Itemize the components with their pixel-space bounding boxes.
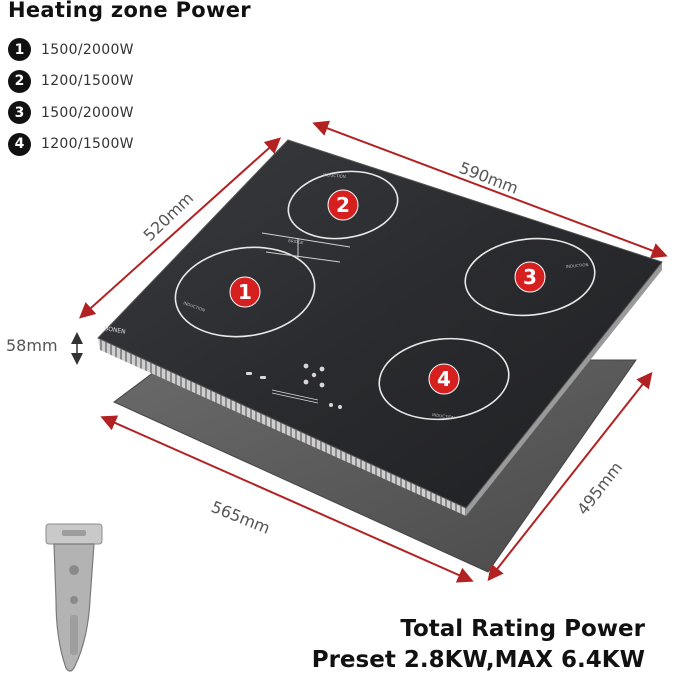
scraper-tool (45, 523, 103, 672)
cutout-depth-label: 495mm (573, 458, 626, 518)
zone-badge-3 (514, 261, 546, 293)
cutout-width-label: 565mm (209, 497, 273, 538)
zone-badge-label: 4 (437, 367, 451, 391)
touch-control-panel (246, 363, 342, 409)
zone-badge-label: 2 (336, 193, 350, 217)
zone-badge-label: 3 (523, 265, 537, 289)
zone-number-badge: 1 (8, 38, 31, 62)
depth-top-label: 520mm (140, 188, 198, 245)
bridge-caption: BRIDGE (288, 238, 304, 245)
heading: Heating zone Power (8, 0, 251, 22)
zone-badge-4 (428, 363, 460, 395)
brand-logo: BONEN (104, 325, 126, 336)
dimension-height: 58mm (6, 332, 83, 365)
total-rating-power: Total Rating Power Preset 2.8KW,MAX 6.4K… (312, 614, 645, 676)
zone-row: 1 1500/2000W (8, 34, 134, 66)
zone-number-badge: 2 (8, 69, 31, 93)
zone-row: 3 1500/2000W (8, 97, 134, 129)
zone-row: 2 1200/1500W (8, 66, 134, 98)
zone-badge-label: 1 (238, 280, 252, 304)
height-label: 58mm (6, 336, 58, 355)
zone-number-badge: 3 (8, 101, 31, 125)
zone-caption: INDUCTION (566, 262, 589, 269)
zone-power: 1500/2000W (41, 104, 134, 121)
zone-number-badge: 4 (8, 132, 31, 156)
zone-power: 1500/2000W (41, 41, 134, 58)
footer-line-1: Total Rating Power (400, 616, 645, 642)
width-top-label: 590mm (457, 158, 521, 198)
footer-line-2: Preset 2.8KW,MAX 6.4KW (311, 647, 645, 673)
zone-power: 1200/1500W (41, 73, 134, 90)
zone-power-list: 1 1500/2000W 2 1200/1500W 3 1500/2000W 4… (8, 34, 134, 160)
